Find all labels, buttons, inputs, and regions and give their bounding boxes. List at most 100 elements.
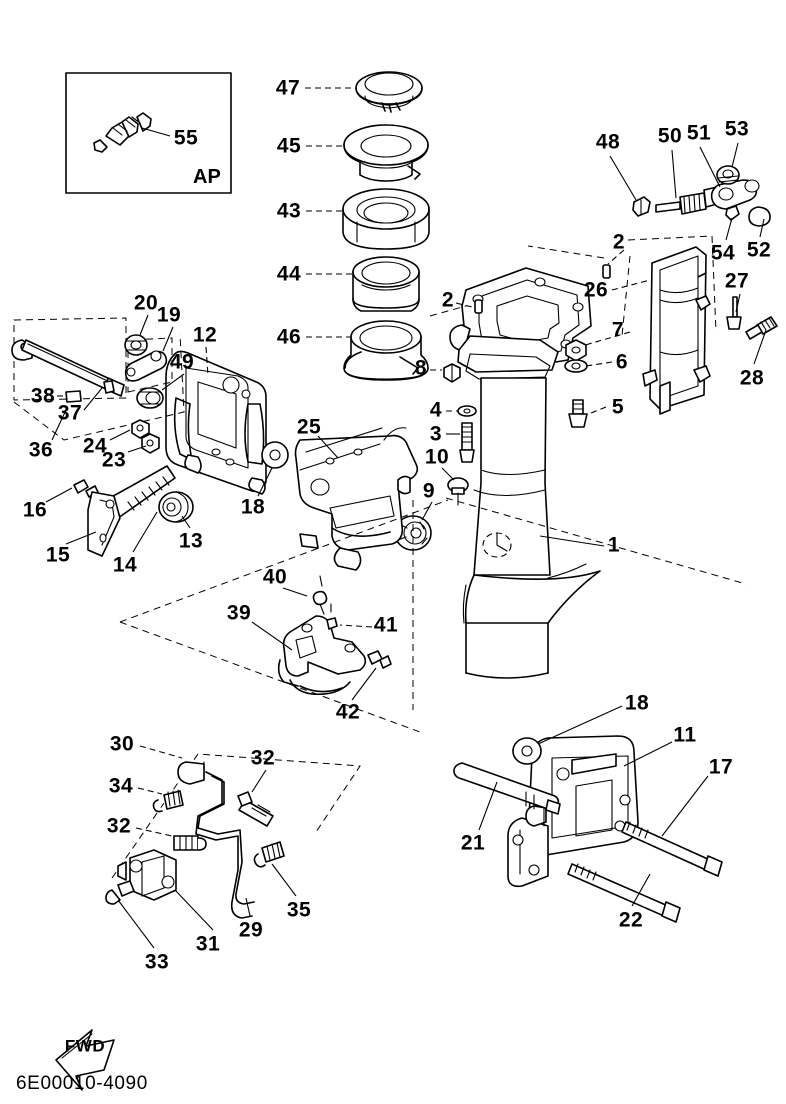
part-53-bushing xyxy=(716,165,740,185)
part-38-sleeve xyxy=(65,390,82,403)
part-37-collar xyxy=(103,380,115,394)
callout-17: 17 xyxy=(708,755,734,779)
part-5-bolt xyxy=(568,399,588,428)
callout-39: 39 xyxy=(226,601,252,625)
callout-9: 9 xyxy=(422,479,436,503)
part-48 xyxy=(632,196,651,217)
part-2-pin-right xyxy=(602,264,611,279)
part-19-lever xyxy=(124,350,168,382)
callout-52: 52 xyxy=(746,238,772,262)
callout-51: 51 xyxy=(686,121,712,145)
part-26-clamp-sleeve xyxy=(642,246,711,415)
callout-18a: 18 xyxy=(240,495,266,519)
part-49-bushing xyxy=(136,387,164,409)
part-11-clamp-bracket-assembly xyxy=(453,735,723,923)
callout-32a: 32 xyxy=(250,746,276,770)
callout-10: 10 xyxy=(424,445,450,469)
callout-34: 34 xyxy=(108,774,134,798)
callout-1: 1 xyxy=(607,533,621,557)
callout-42: 42 xyxy=(335,700,361,724)
callout-8: 8 xyxy=(414,356,428,380)
callout-45: 45 xyxy=(276,134,302,158)
callout-49: 49 xyxy=(169,350,195,374)
upper-right-hardware xyxy=(602,165,778,340)
callout-25: 25 xyxy=(296,415,322,439)
part-23-nut xyxy=(141,433,160,454)
assembly-group-lines xyxy=(119,235,747,733)
callout-33: 33 xyxy=(144,950,170,974)
callout-40: 40 xyxy=(262,565,288,589)
part-34-clip xyxy=(152,789,184,813)
part-6-washer xyxy=(564,359,588,373)
part-10-cap xyxy=(447,477,469,506)
part-21-shaft xyxy=(453,762,561,815)
part-24-nut xyxy=(131,419,150,439)
bottom-left-hose-assembly xyxy=(105,753,361,919)
part-32-clip-a xyxy=(237,791,274,827)
callout-3: 3 xyxy=(429,422,443,446)
callout-54: 54 xyxy=(710,241,736,265)
part-32-clip-b xyxy=(173,835,207,851)
callout-30: 30 xyxy=(109,732,135,756)
center-hardware xyxy=(394,339,588,551)
part-25-swivel-bracket xyxy=(294,427,419,571)
part-4-washer xyxy=(457,405,477,417)
fwd-arrow-label: FWD xyxy=(64,1036,106,1056)
callout-14: 14 xyxy=(112,553,138,577)
callout-47: 47 xyxy=(275,76,301,100)
callout-18b: 18 xyxy=(624,691,650,715)
callout-55: 55 xyxy=(173,126,199,150)
part-18-washer-right xyxy=(512,737,542,765)
part-33-screw xyxy=(105,880,135,905)
part-55-nipple xyxy=(93,112,152,153)
part-47-ring xyxy=(355,71,423,113)
part-52-knob xyxy=(748,206,771,227)
callout-22: 22 xyxy=(618,908,644,932)
callout-37: 37 xyxy=(57,401,83,425)
part-50-shaft xyxy=(655,184,729,215)
part-35-clip xyxy=(253,841,285,868)
part-3-bolt xyxy=(459,422,475,463)
part-46-ring xyxy=(343,320,429,381)
callout-27: 27 xyxy=(724,269,750,293)
callout-43: 43 xyxy=(276,199,302,223)
fwd-arrow-symbol xyxy=(55,1029,115,1091)
callout-36: 36 xyxy=(28,438,54,462)
callout-29: 29 xyxy=(238,918,264,942)
callout-20: 20 xyxy=(133,291,159,315)
callout-26: 26 xyxy=(583,278,609,302)
callout-53: 53 xyxy=(724,117,750,141)
part-13-bushing xyxy=(158,491,194,523)
part-7-nut xyxy=(565,339,587,362)
callout-13: 13 xyxy=(178,529,204,553)
callout-12: 12 xyxy=(192,323,218,347)
callout-15: 15 xyxy=(45,543,71,567)
callout-21: 21 xyxy=(460,831,486,855)
callout-46: 46 xyxy=(276,325,302,349)
footer-part-code: 6E00010-4090 xyxy=(16,1073,148,1094)
part-51-link-arm xyxy=(710,179,760,210)
part-28-bolt xyxy=(745,316,778,340)
callout-5: 5 xyxy=(611,395,625,419)
part-20-nut xyxy=(124,334,148,356)
callout-50: 50 xyxy=(657,124,683,148)
part-15-plate xyxy=(87,491,121,557)
part-17-bolt xyxy=(621,821,723,877)
part-54-plug xyxy=(725,205,740,221)
callout-11: 11 xyxy=(673,723,697,747)
inset-ap-label: AP xyxy=(193,166,221,188)
callout-2b: 2 xyxy=(441,288,455,312)
callout-28: 28 xyxy=(739,366,765,390)
part-22-bolt xyxy=(567,863,681,923)
leader-lines xyxy=(45,87,767,949)
callout-24: 24 xyxy=(82,434,108,458)
part-12-clamp-bracket xyxy=(165,350,267,495)
callout-4: 4 xyxy=(429,398,443,422)
part-41-pin xyxy=(326,603,338,630)
part-27-bolt xyxy=(726,296,742,330)
callout-31: 31 xyxy=(195,932,221,956)
callout-38: 38 xyxy=(30,384,56,408)
inset-detail-box xyxy=(65,72,232,194)
callout-44: 44 xyxy=(276,262,302,286)
